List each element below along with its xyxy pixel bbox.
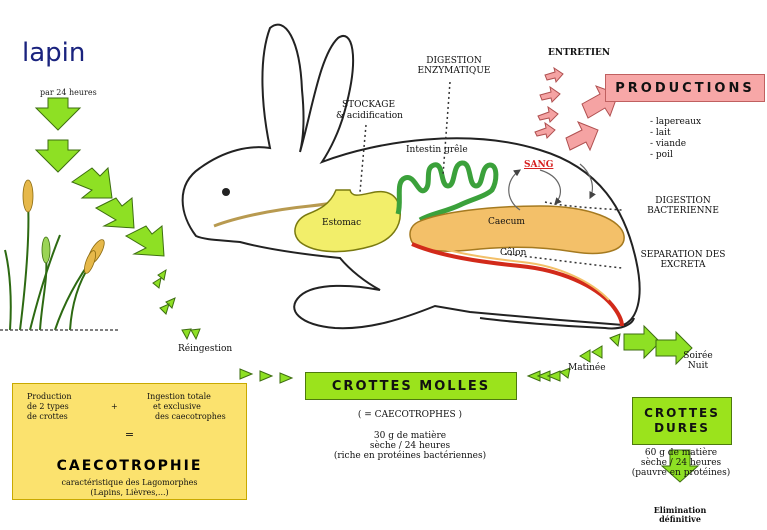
info-col2-line2: et exclusive bbox=[153, 402, 201, 412]
elimination-line2: définitive bbox=[650, 515, 710, 524]
label-reingestion: Réingestion bbox=[178, 344, 232, 354]
production-item: poil bbox=[650, 150, 701, 161]
productions-box: PRODUCTIONS bbox=[605, 74, 765, 102]
label-caecum: Caecum bbox=[488, 217, 525, 227]
info-equals: = bbox=[13, 430, 246, 440]
label-matinee: Matinée bbox=[568, 363, 606, 373]
crottes-molles-amount: 30 g de matière bbox=[330, 431, 490, 441]
label-acidification: & acidification bbox=[336, 111, 403, 121]
crottes-dures-line2: DURES bbox=[654, 421, 710, 436]
info-col1-line3: de crottes bbox=[27, 412, 68, 422]
label-colon: Côlon bbox=[500, 248, 526, 258]
info-desc-line2: (Lapins, Lièvres,...) bbox=[13, 488, 246, 498]
production-item: lapereaux bbox=[650, 117, 701, 128]
crottes-dures-box: CROTTES DURES bbox=[632, 397, 732, 445]
top-cut-text: par 24 heures bbox=[40, 88, 97, 97]
crottes-molles-subtitle: ( = CAECOTROPHES ) bbox=[354, 410, 466, 420]
label-soiree-nuit: Soirée Nuit bbox=[676, 351, 720, 371]
info-col1-line2: de 2 types bbox=[27, 402, 69, 412]
label-stockage: STOCKAGE bbox=[342, 100, 395, 110]
label-intestin: Intestin grêle bbox=[406, 145, 468, 155]
label-separation: SEPARATION DES EXCRETA bbox=[640, 250, 726, 270]
caecotrophie-box: Production de 2 types de crottes + Inges… bbox=[12, 383, 247, 500]
info-col1-line1: Production bbox=[27, 392, 72, 402]
green-arrows-left bbox=[36, 98, 164, 256]
info-col2-line1: Ingestion totale bbox=[147, 392, 211, 402]
info-plus: + bbox=[111, 402, 118, 412]
green-arrows-path bbox=[153, 270, 620, 383]
plants bbox=[0, 200, 120, 330]
label-sang: SANG bbox=[524, 160, 553, 170]
crottes-molles-note: (riche en protéines bactériennes) bbox=[300, 451, 520, 461]
crottes-molles-box: CROTTES MOLLES bbox=[305, 372, 517, 400]
info-desc-line1: caractéristique des Lagomorphes bbox=[13, 478, 246, 488]
productions-list: lapereaux lait viande poil bbox=[650, 117, 701, 161]
label-digestion-bacterienne: DIGESTION BACTERIENNE bbox=[640, 196, 726, 216]
crottes-dures-amount: 60 g de matière bbox=[622, 448, 740, 458]
production-item: viande bbox=[650, 139, 701, 150]
page-title: lapin bbox=[22, 38, 85, 68]
production-item: lait bbox=[650, 128, 701, 139]
crottes-dures-per-day: sèche / 24 heures bbox=[622, 458, 740, 468]
crottes-dures-line1: CROTTES bbox=[644, 406, 720, 421]
crottes-molles-per-day: sèche / 24 heures bbox=[330, 441, 490, 451]
crottes-dures-note: (pauvre en protéines) bbox=[622, 468, 740, 478]
label-estomac: Estomac bbox=[322, 218, 361, 228]
label-entretien: ENTRETIEN bbox=[548, 48, 610, 58]
label-digestion-enzymatique: DIGESTION ENZYMATIQUE bbox=[414, 56, 494, 76]
info-col2-line3: des caecotrophes bbox=[155, 412, 226, 422]
info-title: CAECOTROPHIE bbox=[13, 458, 246, 474]
